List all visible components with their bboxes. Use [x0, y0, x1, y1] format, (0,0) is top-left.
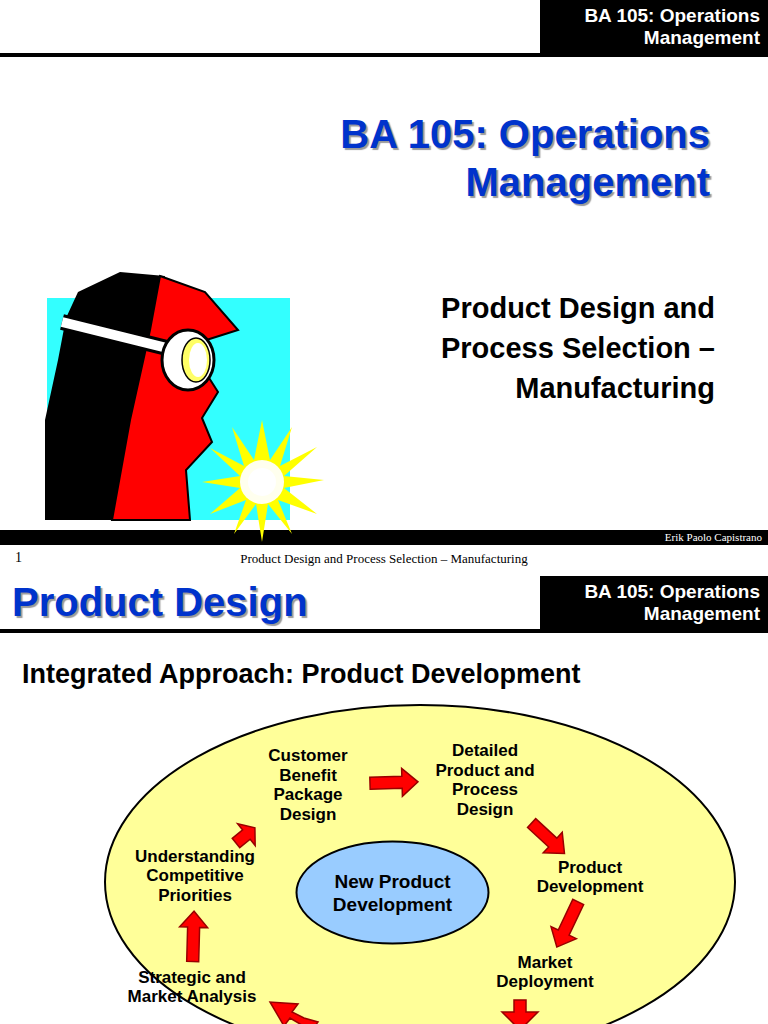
- node-text: Strategic and Market Analysis: [126, 968, 258, 1007]
- author-name: Erik Paolo Capistrano: [540, 530, 762, 545]
- node-text: Detailed Product and Process Design: [424, 741, 546, 819]
- page-number: 1: [15, 549, 45, 567]
- block-arrow: [528, 819, 565, 854]
- cycle-arrow: [502, 1000, 538, 1024]
- stage-label: Strategic and Market Analysis: [126, 968, 258, 1007]
- section-heading: Integrated Approach: Product Development: [22, 657, 722, 691]
- node-text: BA 105: Operations Management: [548, 581, 760, 625]
- ellipse-shape: [297, 842, 489, 944]
- header-rule: [0, 629, 768, 633]
- stage-label: Understanding Competitive Priorities: [121, 847, 269, 906]
- footer-text: Product Design and Process Selection – M…: [134, 550, 634, 567]
- header-box: BA 105: Operations Management: [540, 0, 768, 53]
- cycle-ellipse: [105, 705, 735, 1024]
- stage-label: Customer Benefit Package Design: [252, 746, 364, 824]
- block-arrow: [370, 768, 418, 796]
- block-arrow: [551, 899, 584, 947]
- node-text: Market Deployment: [489, 953, 601, 992]
- ellipse-outline: [295, 840, 490, 945]
- slide-subtitle: Product Design and Process Selection – M…: [370, 288, 715, 408]
- node-text: Customer Benefit Package Design: [252, 746, 364, 824]
- slide-title: Product Design: [12, 578, 512, 626]
- block-arrow: [180, 911, 208, 961]
- slide-title: BA 105: Operations Management: [270, 110, 710, 206]
- header-box: BA 105: Operations Management: [540, 576, 768, 629]
- center-ellipse: New Product Development: [295, 840, 490, 945]
- node-text: New Product Development: [325, 870, 460, 916]
- node-text: Product Development: [526, 858, 654, 897]
- stage-label: Product Development: [526, 858, 654, 897]
- stage-label: Market Deployment: [489, 953, 601, 992]
- block-arrow: [232, 824, 255, 848]
- stage-label: Detailed Product and Process Design: [424, 741, 546, 819]
- header-rule: [0, 53, 768, 57]
- cycle-arrow: [270, 1002, 318, 1024]
- node-text: Understanding Competitive Priorities: [121, 847, 269, 906]
- welder-illustration: [45, 272, 324, 542]
- footer-bar: [0, 530, 768, 545]
- node-text: BA 105: Operations Management: [548, 5, 760, 49]
